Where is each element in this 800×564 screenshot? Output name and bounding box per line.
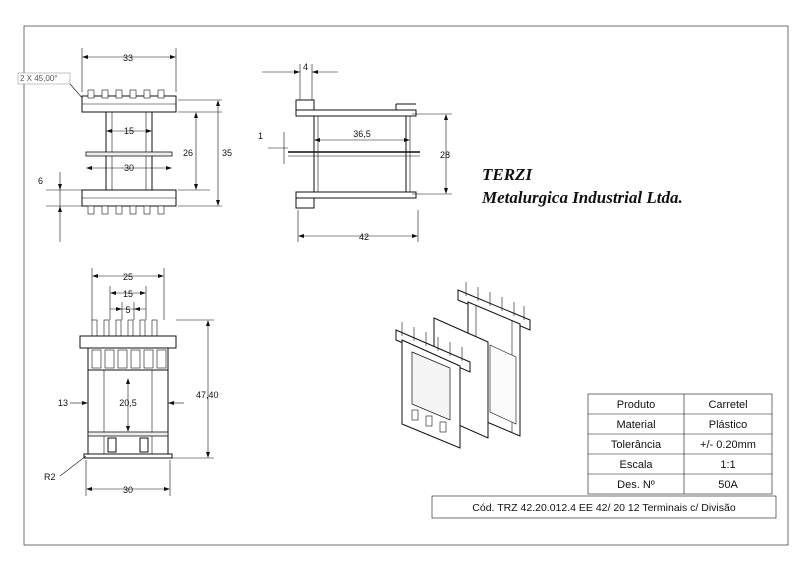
front-view: 33 2 X 45,00° 15 30 <box>17 48 232 242</box>
tb-label-material: Material <box>616 419 655 431</box>
tb-code: Cód. TRZ 42.20.012.4 EE 42/ 20 12 Termin… <box>472 502 736 514</box>
dim-top-width: 33 <box>123 53 133 63</box>
chamfer-note: 2 X 45,00° <box>20 74 57 83</box>
dim-height-35: 35 <box>222 148 232 158</box>
dim-bottom-15: 15 <box>123 289 133 299</box>
dim-bottom-5: 5 <box>125 305 130 315</box>
company-name-line2: Metalurgica Industrial Ltda. <box>481 188 683 207</box>
tb-value-produto: Carretel <box>708 399 747 411</box>
dim-bottom-20-5: 20,5 <box>119 398 137 408</box>
title-block: Produto Carretel Material Plástico Toler… <box>431 393 777 519</box>
tb-label-des-no: Des. Nº <box>617 479 655 491</box>
dim-bottom-13: 13 <box>58 398 68 408</box>
company-logo: TERZI Metalurgica Industrial Ltda. <box>481 165 683 207</box>
tb-value-material: Plástico <box>709 419 748 431</box>
tb-label-produto: Produto <box>617 399 656 411</box>
dim-bottom-r2: R2 <box>44 472 56 482</box>
dim-side-42: 42 <box>359 232 369 242</box>
bottom-view: 25 15 5 <box>44 268 219 496</box>
dim-side-1: 1 <box>258 131 263 141</box>
sheet-border <box>23 25 789 546</box>
dim-bottom-25: 25 <box>123 272 133 282</box>
side-view: 4 36,5 1 28 <box>258 62 452 242</box>
tb-value-des-no: 50A <box>718 479 738 491</box>
dim-bottom-30: 30 <box>123 485 133 495</box>
isometric-view <box>395 282 531 449</box>
dim-height-26: 26 <box>183 148 193 158</box>
tb-value-tolerancia: +/- 0.20mm <box>700 439 756 451</box>
dim-inner-30: 30 <box>124 163 134 173</box>
tb-label-tolerancia: Tolerância <box>611 439 662 451</box>
dim-inner-15: 15 <box>124 126 134 136</box>
dim-side-36-5: 36,5 <box>353 129 371 139</box>
dim-flange-6: 6 <box>38 176 43 186</box>
tb-value-escala: 1:1 <box>720 459 735 471</box>
company-name-line1: TERZI <box>482 165 533 184</box>
dim-side-4: 4 <box>303 62 308 72</box>
dim-bottom-47-40: 47,40 <box>196 390 219 400</box>
tb-label-escala: Escala <box>619 459 653 471</box>
dim-side-28: 28 <box>440 150 450 160</box>
